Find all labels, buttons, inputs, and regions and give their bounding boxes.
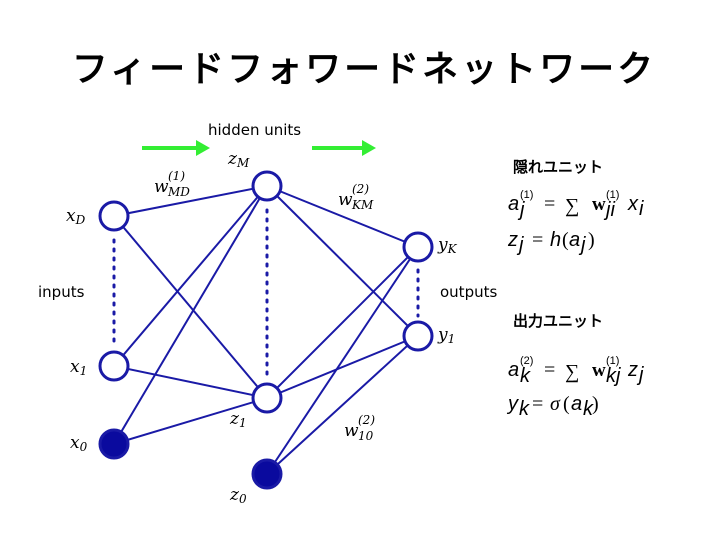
svg-text:): ) [592, 393, 599, 415]
svg-text:(1): (1) [606, 189, 619, 201]
node-label-y1: y1 [437, 325, 455, 346]
svg-text:a: a [508, 193, 519, 215]
node-zM [251, 170, 283, 202]
svg-text:(1): (1) [520, 189, 533, 201]
svg-text:k: k [520, 365, 531, 387]
edge-x0-zM [113, 185, 268, 445]
edge-zM-y1 [266, 185, 419, 337]
svg-text:k: k [519, 398, 530, 420]
svg-text:=: = [544, 193, 555, 215]
svg-text:∑: ∑ [565, 195, 579, 217]
svg-text:(2): (2) [352, 182, 369, 196]
svg-text:k: k [583, 398, 594, 420]
node-xD [98, 200, 130, 232]
edge-zM-yK [266, 185, 419, 248]
node-yK [402, 231, 434, 263]
svg-text:w: w [592, 360, 606, 381]
node-label-xD: xD [66, 206, 86, 227]
dotted-lines [112, 208, 420, 378]
svg-text:(1): (1) [606, 355, 619, 367]
outputs-label: outputs [440, 283, 497, 301]
svg-text:x: x [627, 193, 639, 215]
svg-text:MD: MD [167, 185, 190, 199]
svg-text:KM: KM [351, 198, 374, 212]
svg-text:10: 10 [358, 429, 374, 443]
hidden-equation-2: z j = h ( a j ) [507, 229, 595, 256]
weight-label-w1: w (1) MD [154, 169, 190, 199]
svg-text:σ: σ [550, 393, 561, 415]
edges [113, 185, 419, 475]
svg-text:j: j [516, 234, 524, 256]
edge-z0-y1 [266, 335, 419, 475]
svg-text:w: w [338, 190, 353, 210]
svg-text:z: z [627, 359, 638, 381]
svg-text:j: j [578, 234, 586, 256]
node-x0 [98, 428, 130, 460]
nodes [98, 170, 434, 490]
hidden-units-heading: 隠れユニット [513, 158, 603, 176]
edge-z1-y1 [266, 335, 419, 399]
weight-label-w2: w (2) KM [338, 182, 374, 212]
page-title: フィードフォワードネットワーク [71, 49, 657, 90]
output-units-heading: 出力ユニット [513, 312, 603, 330]
svg-text:(2): (2) [520, 355, 533, 367]
hidden-equation-1: a (1) j = ∑ w (1) ji x i [508, 189, 644, 221]
svg-text:w: w [154, 177, 169, 197]
svg-text:(: ( [562, 229, 569, 251]
node-label-zM: zM [227, 149, 250, 170]
weight-label-w10: w (2) 10 [344, 413, 375, 443]
node-y1 [402, 320, 434, 352]
hidden-units-label: hidden units [208, 121, 301, 139]
node-x1 [98, 350, 130, 382]
svg-text:z: z [507, 229, 518, 251]
svg-text:i: i [639, 198, 644, 220]
svg-text:a: a [569, 229, 580, 251]
svg-text:=: = [532, 229, 543, 251]
svg-text:(1): (1) [168, 169, 185, 183]
svg-text:w: w [592, 194, 606, 215]
edge-z0-yK [266, 246, 419, 475]
svg-text:∑: ∑ [565, 361, 579, 383]
svg-text:a: a [571, 393, 582, 415]
node-label-z0: z0 [229, 485, 247, 506]
output-equation-1: a (2) k = ∑ w (1) kj z j [508, 355, 644, 387]
svg-text:ji: ji [603, 199, 615, 221]
svg-text:a: a [508, 359, 519, 381]
arrow-left [142, 140, 210, 156]
arrow-right [312, 140, 376, 156]
edge-x0-z1 [113, 397, 268, 445]
svg-text:(2): (2) [358, 413, 375, 427]
svg-text:): ) [588, 229, 595, 251]
output-equation-2: y k = σ ( a k ) [506, 393, 599, 420]
svg-text:(: ( [563, 393, 570, 415]
edge-z1-yK [266, 246, 419, 399]
node-label-x0: x0 [70, 433, 88, 454]
edge-xD-z1 [113, 215, 268, 399]
node-label-x1: x1 [70, 357, 87, 378]
arrows [142, 140, 376, 156]
svg-text:y: y [506, 393, 519, 415]
edge-x1-zM [113, 185, 268, 367]
node-label-z1: z1 [229, 409, 247, 430]
edge-x1-z1 [113, 365, 268, 399]
svg-text:w: w [344, 421, 359, 441]
node-z0 [251, 458, 283, 490]
svg-text:kj: kj [606, 365, 621, 387]
svg-text:=: = [532, 393, 543, 415]
node-label-yK: yK [437, 235, 458, 256]
svg-text:j: j [636, 364, 644, 386]
svg-text:=: = [544, 359, 555, 381]
svg-text:h: h [550, 229, 561, 251]
inputs-label: inputs [38, 283, 85, 301]
node-z1 [251, 382, 283, 414]
edge-xD-zM [113, 185, 268, 217]
svg-text:j: j [517, 199, 525, 221]
